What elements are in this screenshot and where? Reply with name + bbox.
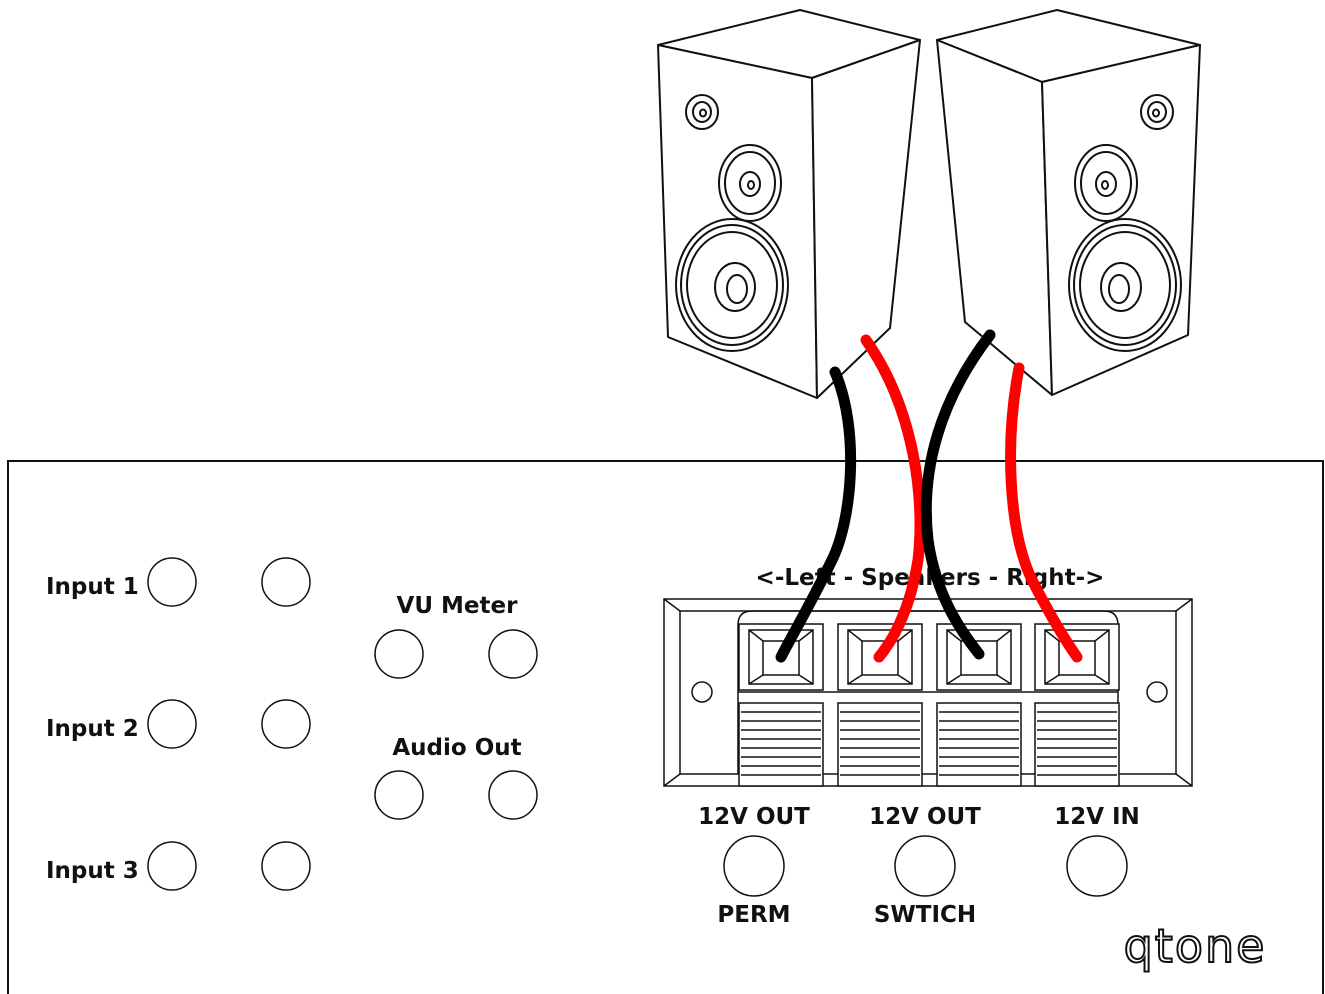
input-2-left-jack[interactable] xyxy=(147,699,197,749)
vu-meter-left-jack[interactable] xyxy=(374,629,424,679)
input-1-right-jack[interactable] xyxy=(261,557,311,607)
right-speaker-woofer-icon xyxy=(1068,218,1182,352)
power-ports xyxy=(723,835,1128,897)
input-3-label: Input 3 xyxy=(46,858,139,884)
vu-meter-jacks xyxy=(374,629,538,679)
audio-out-left-jack[interactable] xyxy=(374,770,424,820)
left-negative-terminal[interactable] xyxy=(738,623,824,691)
left-positive-lever[interactable] xyxy=(837,702,923,787)
speaker-wires xyxy=(775,329,1083,663)
power-port-1-bottom-label: PERM xyxy=(717,902,790,928)
right-positive-wire xyxy=(1005,362,1083,663)
right-speaker xyxy=(936,9,1201,396)
left-positive-wire xyxy=(860,334,926,663)
left-speaker xyxy=(657,9,921,399)
right-negative-lever[interactable] xyxy=(936,702,1022,787)
input-1-label: Input 1 xyxy=(46,574,139,600)
power-port-1-top-label: 12V OUT xyxy=(698,804,810,830)
left-speaker-midrange-icon xyxy=(718,144,782,222)
input-2-label: Input 2 xyxy=(46,716,139,742)
power-port-2-bottom-label: SWTICH xyxy=(874,902,976,928)
power-port-2-top-label: 12V OUT xyxy=(869,804,981,830)
power-port-2-jack[interactable] xyxy=(894,835,956,897)
power-port-3-top-label: 12V IN xyxy=(1054,804,1140,830)
mount-hole-right-icon xyxy=(1146,681,1168,703)
vu-meter-label: VU Meter xyxy=(397,593,519,619)
input-3-left-jack[interactable] xyxy=(147,841,197,891)
left-negative-wire xyxy=(775,366,857,663)
left-negative-lever[interactable] xyxy=(738,702,824,787)
left-speaker-woofer-icon xyxy=(675,218,789,352)
right-negative-wire xyxy=(920,329,996,660)
input-jacks xyxy=(147,557,311,891)
input-3-right-jack[interactable] xyxy=(261,841,311,891)
right-speaker-midrange-icon xyxy=(1074,144,1138,222)
input-1-left-jack[interactable] xyxy=(147,557,197,607)
brand-logo: qtone xyxy=(1124,919,1267,973)
audio-out-jacks xyxy=(374,770,538,820)
power-port-1-jack[interactable] xyxy=(723,835,785,897)
audio-out-right-jack[interactable] xyxy=(488,770,538,820)
right-positive-lever[interactable] xyxy=(1034,702,1120,787)
audio-out-label: Audio Out xyxy=(392,735,521,761)
power-port-3-jack[interactable] xyxy=(1066,835,1128,897)
vu-meter-right-jack[interactable] xyxy=(488,629,538,679)
left-speaker-tweeter-icon xyxy=(685,94,719,130)
right-speaker-tweeter-icon xyxy=(1140,94,1174,130)
mount-hole-left-icon xyxy=(691,681,713,703)
input-2-right-jack[interactable] xyxy=(261,699,311,749)
